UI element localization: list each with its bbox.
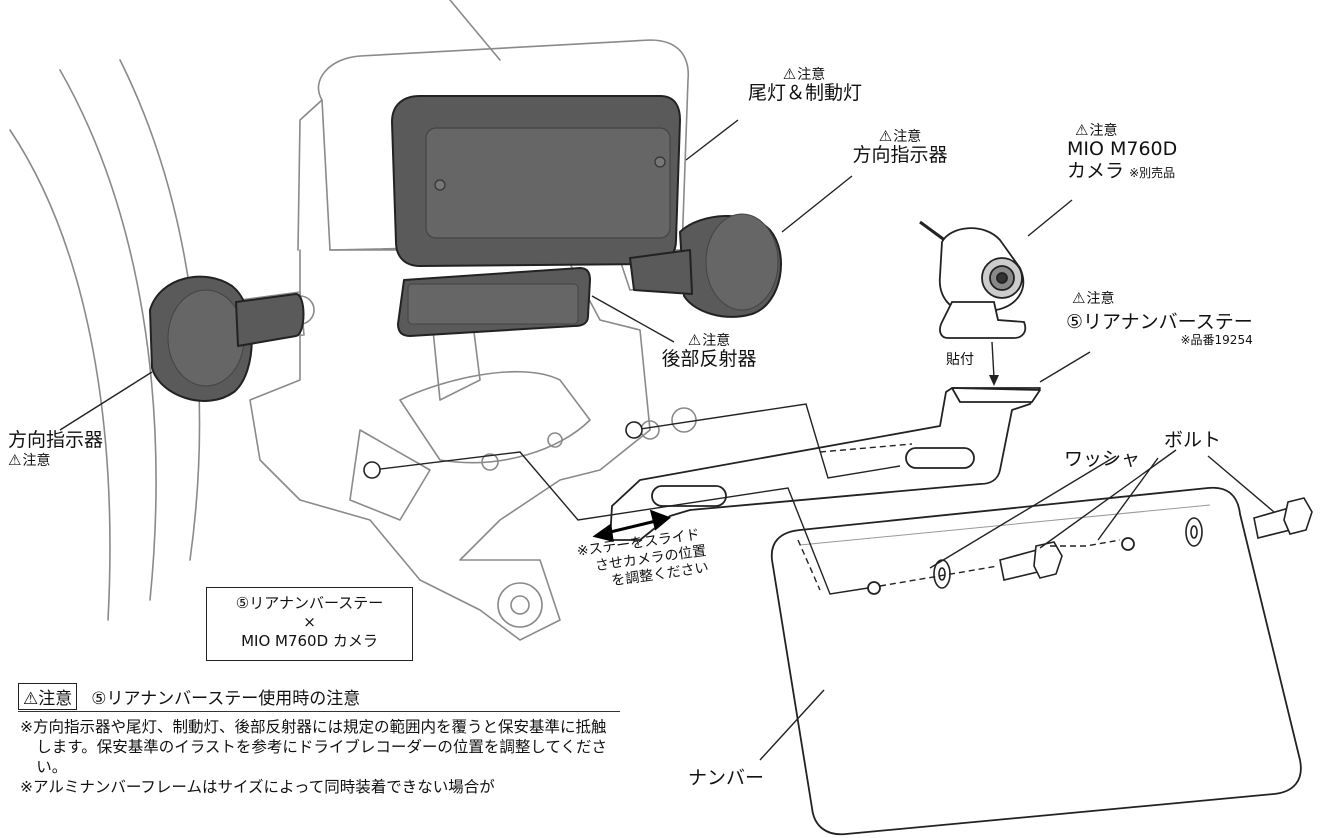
slide-arrow (592, 509, 671, 542)
warning-triangle-icon: ⚠ (8, 450, 22, 469)
combination-box: ⑤リアナンバーステー × MIO M760D カメラ (206, 587, 413, 661)
camera-mount (939, 301, 1027, 339)
notes-divider (18, 711, 620, 712)
tail-housing (317, 39, 690, 251)
plate-label: ナンバー (688, 767, 765, 789)
frame-bracket (249, 244, 651, 641)
notes-list: ※方向指示器や尾灯、制動灯、後部反射器には規定の範囲内を覆うと保安基準に抵触しま… (20, 717, 620, 798)
rear-stay-label: ⚠注意 (1072, 289, 1115, 307)
license-plate (770, 486, 1302, 836)
reflector-label: ⚠注意 後部反射器 (661, 331, 757, 371)
warning-triangle-icon: ⚠ (782, 65, 797, 83)
number-stay-top-pad (951, 387, 1041, 403)
warning-triangle-icon: ⚠ (687, 331, 702, 349)
note-item: ※方向指示器や尾灯、制動灯、後部反射器には規定の範囲内を覆うと保安基準に抵触しま… (20, 718, 607, 777)
stick-label: 貼付 (946, 352, 974, 368)
number-stay (609, 387, 1041, 541)
bolt-label: ボルト (1164, 429, 1222, 451)
notes-title: ⑤リアナンバーステー使用時の注意 (91, 689, 361, 709)
warning-triangle-icon: ⚠ (1072, 289, 1086, 307)
warning-triangle-icon: ⚠ (1075, 121, 1089, 139)
turn-signal-right-label: ⚠注意 方向指示器 (852, 127, 948, 167)
warning-badge: ⚠注意 (18, 683, 78, 710)
warning-triangle-icon: ⚠ (878, 127, 893, 145)
warning-triangle-icon: ⚠ (23, 689, 39, 709)
rear-stay-name: ⑤リアナンバーステー ※品番19254 (1066, 311, 1253, 347)
washer-label: ワッシャ (1064, 448, 1141, 470)
camera-label: ⚠注意 MIO M760D カメラ ※別売品 (1067, 121, 1178, 183)
notes-heading: ⚠注意 ⑤リアナンバーステー使用時の注意 (18, 683, 360, 710)
tail-light-label: ⚠注意 尾灯＆制動灯 (748, 65, 863, 105)
turn-signal-left-label: 方向指示器 ⚠注意 (8, 429, 104, 469)
note-item: ※アルミナンバーフレームはサイズによって同時装着できない場合が (20, 778, 495, 797)
